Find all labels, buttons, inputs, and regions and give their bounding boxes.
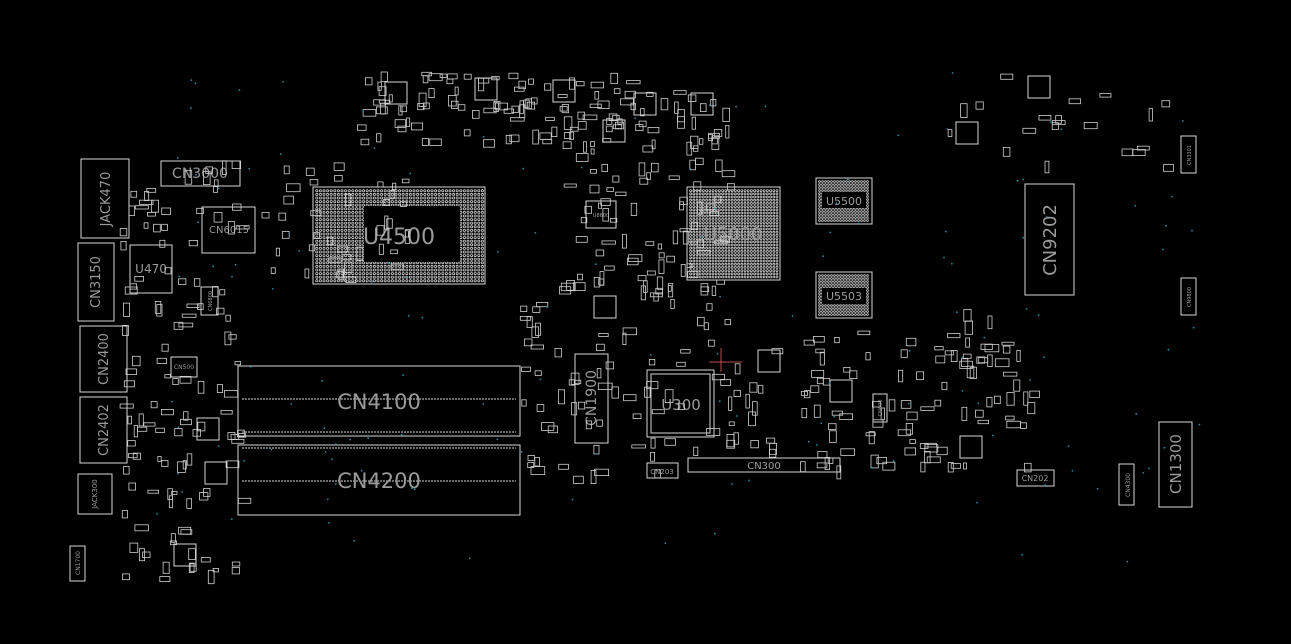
u5000-label: U5000 — [704, 224, 763, 245]
cn1700-connector[interactable]: CN1700 — [69, 545, 86, 582]
cn9800-connector[interactable]: CN9800 — [1180, 277, 1197, 316]
u8600-label: U8600 — [593, 213, 609, 219]
u5500-chip[interactable]: U5500 — [815, 177, 873, 225]
cn300-label: CN300 — [747, 461, 781, 472]
cn1300-label: CN1300 — [1167, 434, 1185, 494]
cn3000-connector[interactable]: CN3000 — [160, 160, 241, 187]
passive-components — [119, 71, 1175, 585]
cn4300-connector[interactable]: CN4300 — [1118, 463, 1135, 506]
cn600-connector[interactable]: CN600 — [872, 393, 888, 423]
cn500-label: CN500 — [174, 364, 194, 371]
jack300-connector[interactable]: JACK300 — [77, 473, 113, 515]
cursor-crosshair — [709, 348, 742, 372]
u5503-chip[interactable]: U5503 — [815, 271, 873, 319]
jack300-label: JACK300 — [91, 479, 99, 509]
cn3150-label: CN3150 — [89, 256, 104, 308]
jack470-connector[interactable]: JACK470 — [80, 158, 130, 239]
cn2400-connector[interactable]: CN2400 — [79, 325, 128, 393]
cn500-connector[interactable]: CN500 — [170, 356, 198, 378]
cn2402-connector[interactable]: CN2402 — [79, 396, 128, 464]
cn4200-slot[interactable]: CN4200 — [237, 444, 521, 516]
cn300-connector[interactable]: CN300 — [687, 457, 841, 473]
u470-label: U470 — [135, 262, 167, 276]
cn202-label: CN202 — [1022, 474, 1049, 483]
cn202-connector[interactable]: CN202 — [1016, 469, 1055, 487]
cn203-label: CN203 — [650, 468, 674, 476]
cn3150-connector[interactable]: CN3150 — [77, 242, 115, 322]
u300-label: U300 — [661, 396, 701, 414]
jack470-label: JACK470 — [99, 172, 114, 228]
cn3000-label: CN3000 — [172, 166, 228, 182]
u4500-label: U4500 — [363, 225, 435, 250]
cn1900-label: CN1900 — [584, 370, 600, 426]
cn1700-label: CN1700 — [75, 551, 82, 575]
cn3301-connector[interactable]: CN3301 — [1180, 135, 1197, 174]
cn9800-label: CN9800 — [1187, 287, 1193, 307]
u5000-gpu[interactable]: U5000 — [686, 186, 781, 281]
u470-chip[interactable]: U470 — [129, 244, 173, 294]
u5503-ball-grid — [818, 274, 869, 316]
cn6800-label: CN6800 — [208, 291, 214, 311]
u300-chip[interactable]: U300 — [646, 369, 715, 438]
cn4300-label: CN4300 — [1125, 473, 1132, 497]
cn4100-slot[interactable]: CN4100 — [237, 365, 521, 437]
cn1300-connector[interactable]: CN1300 — [1158, 421, 1193, 508]
cn2402-label: CN2402 — [97, 404, 112, 456]
cn9202-connector[interactable]: CN9202 — [1024, 183, 1075, 296]
cn4200-label: CN4200 — [337, 469, 421, 493]
cn2400-label: CN2400 — [97, 333, 112, 385]
u4500-cpu[interactable]: U4500 — [312, 186, 486, 285]
cn203-connector[interactable]: CN203 — [646, 462, 679, 479]
cn6015-connector[interactable]: CN6015 — [201, 206, 256, 254]
cn3301-label: CN3301 — [1187, 145, 1193, 165]
cn1900-connector[interactable]: CN1900 — [574, 353, 609, 444]
u5500-label: U5500 — [826, 195, 862, 208]
cn9202-label: CN9202 — [1040, 204, 1061, 276]
cn6015-label: CN6015 — [209, 225, 249, 236]
via-dots — [156, 72, 1201, 563]
cn6800-connector[interactable]: CN6800 — [200, 286, 219, 316]
u5503-label: U5503 — [826, 290, 862, 303]
cn4100-label: CN4100 — [337, 390, 421, 414]
